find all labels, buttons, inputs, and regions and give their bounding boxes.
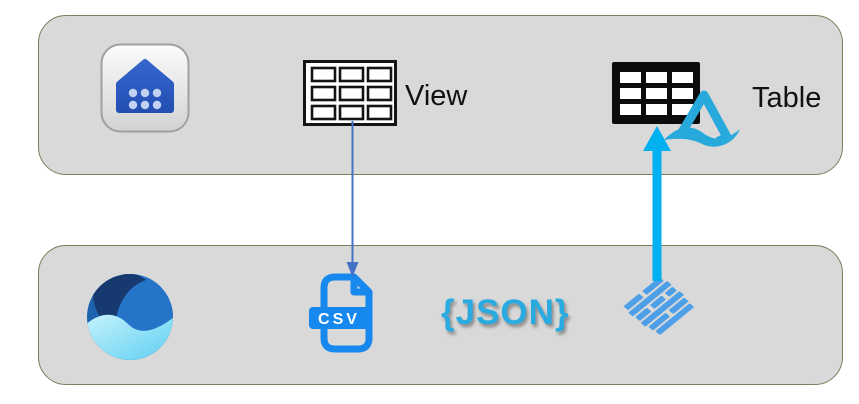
view-grid-icon	[303, 60, 397, 126]
microsoft-purview-icon	[84, 270, 176, 362]
csv-badge-text: CSV	[318, 311, 360, 328]
table-grid-icon	[612, 62, 700, 124]
azure-data-explorer-icon	[663, 88, 747, 152]
datalake-to-table-arrow	[637, 125, 677, 283]
view-label: View	[405, 80, 468, 112]
view-to-csv-arrow	[345, 121, 361, 279]
azure-data-lake-icon	[617, 272, 703, 344]
csv-file-icon: CSV	[306, 271, 384, 355]
table-label: Table	[752, 82, 822, 114]
app-home-icon	[100, 43, 190, 133]
json-text: {JSON}	[441, 293, 570, 332]
